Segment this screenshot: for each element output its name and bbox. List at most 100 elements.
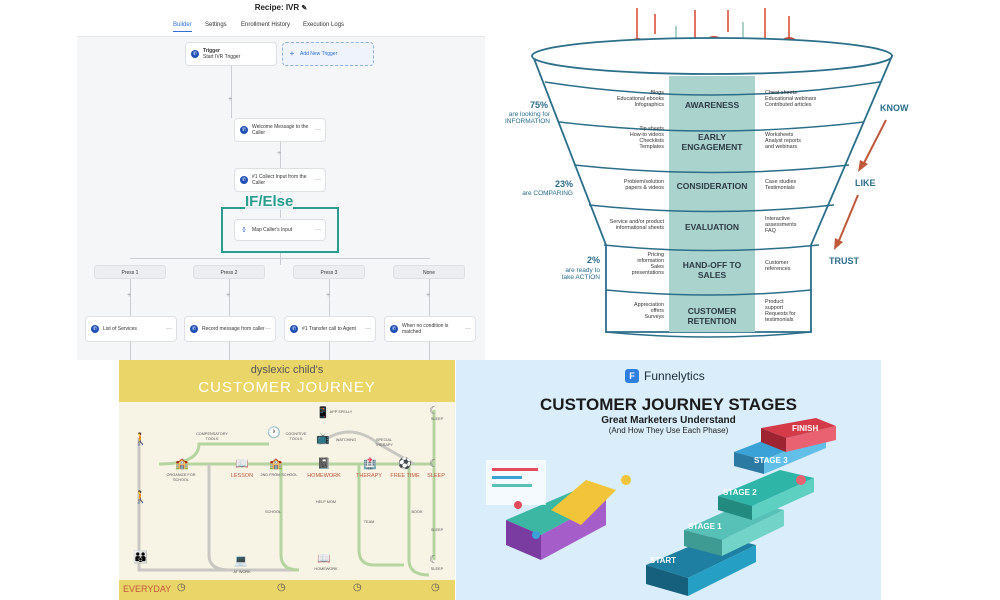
journey-stages-title: CUSTOMER JOURNEY STAGES xyxy=(540,395,797,414)
stage-retention: CUSTOMER RETENTION xyxy=(687,306,737,326)
school-icon: 🏫 xyxy=(269,458,283,470)
tab-execution-logs[interactable]: Execution Logs xyxy=(303,22,345,28)
plus-icon: + xyxy=(289,49,295,58)
funnelytics-panel: F Funnelytics CUSTOMER JOURNEY STAGES Gr… xyxy=(456,360,881,600)
trigger-title: Trigger xyxy=(203,48,220,54)
sleep-small-label: SLEEP xyxy=(430,417,444,421)
cognitive-tools-label: COGNITIVE TOOLS xyxy=(285,432,307,441)
at-work-label: AT WORK xyxy=(233,570,251,574)
branch-none[interactable]: None xyxy=(393,265,465,279)
transfer-call-node[interactable]: ✆ #1 Transfer call to Agent ⋯ xyxy=(284,316,376,342)
add-step-icon[interactable]: + xyxy=(326,292,331,299)
node-label: List of Services xyxy=(103,326,137,332)
stat-75-percent: 75% xyxy=(529,100,548,110)
computer-icon: 💻 xyxy=(234,555,248,567)
book-small-label: BOOK xyxy=(411,510,423,514)
moon-icon: ☾ xyxy=(429,554,439,566)
stage-consideration: CONSIDERATION xyxy=(676,181,748,191)
node-label: Welcome Message to the Caller xyxy=(252,124,309,136)
clock-icon: 🕐 xyxy=(267,427,281,439)
no-match-node[interactable]: ✆ When no condition is matched ⋯ xyxy=(384,316,476,342)
add-step-icon[interactable]: + xyxy=(426,292,431,299)
step-stage-2: STAGE 2 xyxy=(723,488,757,497)
organize-school-label: ORGANIZE FOR SCHOOL xyxy=(166,473,196,482)
add-step-icon[interactable]: + xyxy=(277,150,282,157)
tab-builder[interactable]: Builder xyxy=(173,22,192,32)
collect-input-node[interactable]: ✆ #1 Collect Input from the Caller ⋯ xyxy=(234,168,326,192)
sleep-small-label: SLEEP xyxy=(430,567,444,571)
book-icon: 📖 xyxy=(235,458,249,470)
step-start: START xyxy=(650,556,677,565)
more-options-icon[interactable]: ⋯ xyxy=(465,326,471,333)
free-time-label: FREE TIME xyxy=(390,473,420,479)
funnelytics-logo-icon: F xyxy=(625,369,639,383)
record-message-node[interactable]: ✆ Record message from caller ⋯ xyxy=(184,316,276,342)
phone-icon: ✆ xyxy=(240,176,248,184)
label-know: KNOW xyxy=(880,103,909,113)
phone-icon: ✆ xyxy=(91,325,99,333)
more-options-icon[interactable]: ⋯ xyxy=(315,127,321,134)
if-else-label: IF/Else xyxy=(245,193,294,210)
connector-line xyxy=(130,279,131,316)
branch-press-1[interactable]: Press 1 xyxy=(94,265,166,279)
stairs-illustration xyxy=(486,418,836,596)
watching-label: WATCHING xyxy=(335,438,357,442)
homework-small-label: HOMEWORK xyxy=(314,567,338,571)
more-options-icon[interactable]: ⋯ xyxy=(166,326,172,333)
clock-icon: ◷ xyxy=(431,582,440,593)
edit-icon[interactable]: ✎ xyxy=(301,5,308,12)
add-step-icon[interactable]: + xyxy=(127,292,132,299)
add-step-icon[interactable]: + xyxy=(228,96,233,103)
branch-press-2[interactable]: Press 2 xyxy=(193,265,265,279)
phone-icon: ✆ xyxy=(290,325,298,333)
branch-press-3[interactable]: Press 3 xyxy=(293,265,365,279)
more-options-icon[interactable]: ⋯ xyxy=(365,326,371,333)
ball-icon: ⚽ xyxy=(398,458,412,470)
more-options-icon[interactable]: ⋯ xyxy=(315,227,321,234)
stage-evaluation: EVALUATION xyxy=(685,222,739,232)
journey-stages-subtitle: Great Marketers Understand xyxy=(601,415,736,426)
add-trigger-button[interactable]: + Add New Trigger xyxy=(282,42,374,66)
more-options-icon[interactable]: ⋯ xyxy=(265,326,271,333)
therapy-label: THERAPY xyxy=(356,473,382,479)
sleep-small-label: SLEEP xyxy=(430,528,444,532)
connector-line xyxy=(229,279,230,316)
moon-icon: ☾ xyxy=(429,458,439,470)
tab-enrollment-history[interactable]: Enrollment History xyxy=(241,22,291,28)
connector-line xyxy=(429,279,430,316)
dyslexic-subtitle: dyslexic child's xyxy=(250,364,324,376)
clock-icon: ◷ xyxy=(177,582,186,593)
journey-stages-subtitle-2: (And How They Use Each Phase) xyxy=(608,426,729,435)
funnel-graphic xyxy=(531,8,894,338)
connector-line xyxy=(280,253,281,265)
connector-line xyxy=(429,342,430,360)
compensatory-tools-label: COMPENSATORY TOOLS xyxy=(196,432,228,441)
ivr-header: Recipe: IVR ✎ Builder Settings Enrollmen… xyxy=(77,0,485,37)
family-icon: 👪 xyxy=(133,550,148,564)
person-icon: 🚶 xyxy=(133,490,148,504)
marketing-funnel-panel: AWARENESS EARLY ENGAGEMENT CONSIDERATION… xyxy=(488,0,920,345)
stage-awareness: AWARENESS xyxy=(684,100,740,110)
welcome-message-node[interactable]: ✆ Welcome Message to the Caller ⋯ xyxy=(234,118,326,142)
list-services-node[interactable]: ✆ List of Services ⋯ xyxy=(85,316,177,342)
funnelytics-brand: Funnelytics xyxy=(644,369,705,383)
connector-line xyxy=(329,279,330,316)
map-input-node[interactable]: {} Map Caller's Input ⋯ xyxy=(234,219,326,241)
stat-2-percent: 2% xyxy=(586,255,600,265)
add-step-icon[interactable]: + xyxy=(226,292,231,299)
app-label: APP SPELLY xyxy=(329,410,353,414)
node-label: Record message from caller xyxy=(202,326,265,332)
stage-early-engagement: EARLY ENGAGEMENT xyxy=(681,132,743,152)
tab-settings[interactable]: Settings xyxy=(205,22,227,28)
clock-icon: ◷ xyxy=(353,582,362,593)
everyday-label: EVERYDAY xyxy=(123,584,172,594)
more-options-icon[interactable]: ⋯ xyxy=(315,177,321,184)
